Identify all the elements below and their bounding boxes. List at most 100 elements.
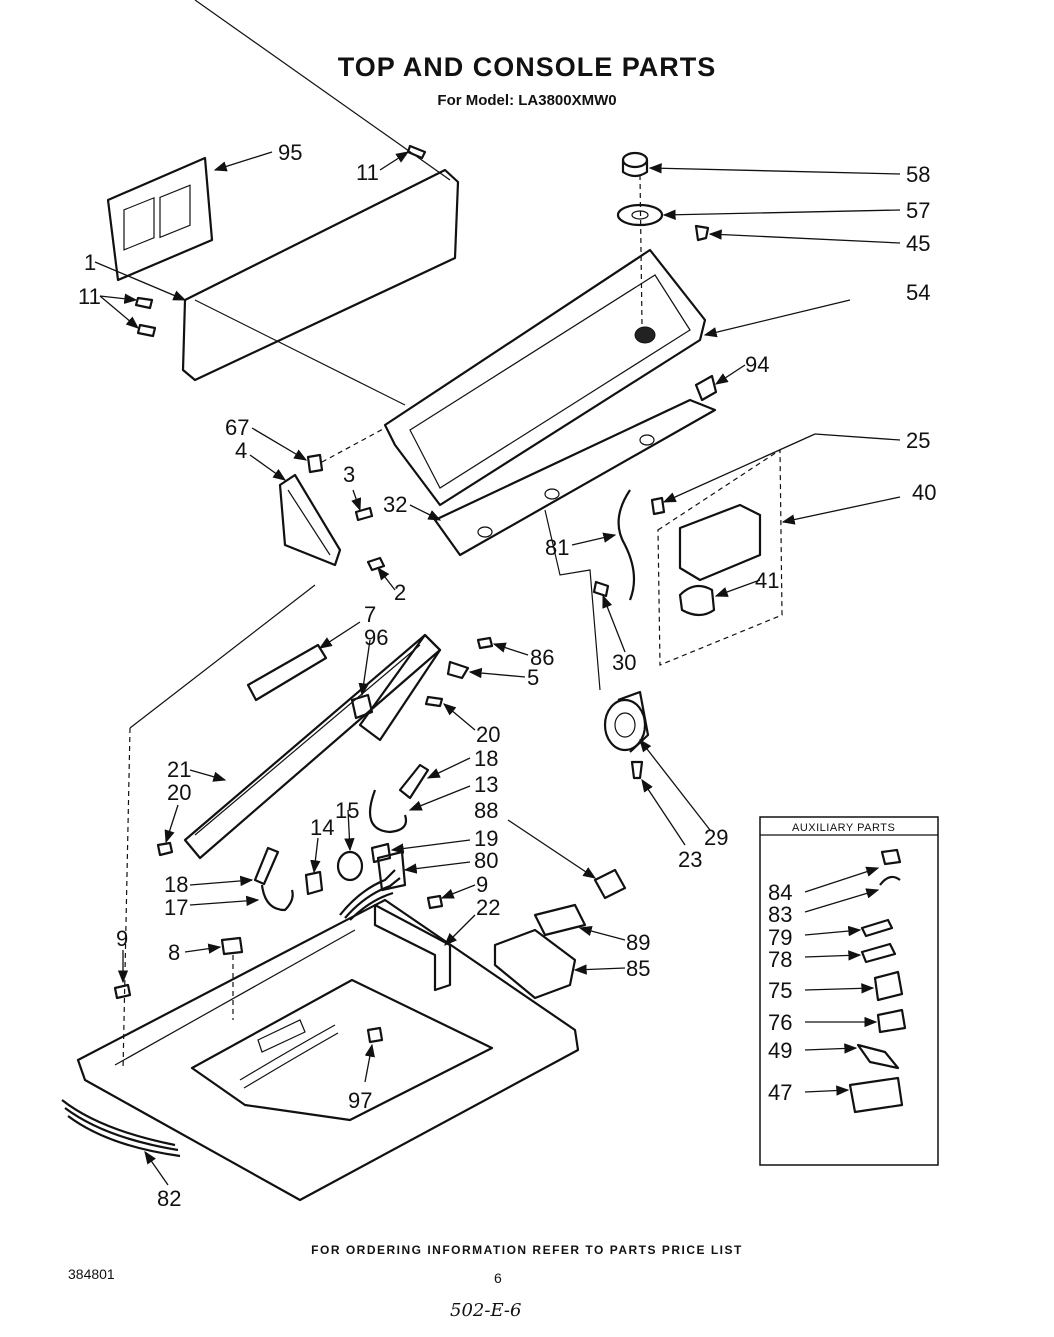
- part-80-harness: [339, 850, 471, 921]
- part-1-console-back: [94, 0, 460, 406]
- label-96: 96: [364, 625, 388, 650]
- part-30-screw: [592, 580, 626, 653]
- label-94: 94: [745, 352, 769, 377]
- label-58: 58: [906, 162, 930, 187]
- label-2: 2: [394, 580, 406, 605]
- label-20-left: 20: [167, 780, 191, 805]
- label-9-right: 9: [476, 872, 488, 897]
- part-82-wiring: [61, 1099, 181, 1186]
- part-5-bumper: [446, 660, 526, 680]
- label-1: 1: [84, 250, 96, 275]
- label-18-right: 18: [474, 746, 498, 771]
- part-67-clip: [251, 427, 386, 474]
- label-95: 95: [278, 140, 302, 165]
- label-80: 80: [474, 848, 498, 873]
- auxiliary-parts-box: [759, 816, 939, 1166]
- label-54: 54: [906, 280, 930, 305]
- label-85: 85: [626, 956, 650, 981]
- part-41-switch: [678, 579, 761, 617]
- washer-top-panel: [76, 898, 580, 1202]
- part-14-grommet: [304, 837, 324, 896]
- part-19-plug: [370, 839, 471, 864]
- aux-label-79: 79: [768, 925, 792, 950]
- part-22-bracket: [373, 903, 476, 992]
- label-5: 5: [527, 665, 539, 690]
- aux-label-84: 84: [768, 880, 792, 905]
- label-23: 23: [678, 847, 702, 872]
- part-81-wire: [544, 489, 636, 691]
- label-67: 67: [225, 415, 249, 440]
- label-9-left: 9: [116, 926, 128, 951]
- label-86: 86: [530, 645, 554, 670]
- label-30: 30: [612, 650, 636, 675]
- part-89-bracket: [533, 903, 626, 941]
- label-14: 14: [310, 815, 334, 840]
- aux-label-76: 76: [768, 1010, 792, 1035]
- part-8-clip: [184, 936, 244, 1020]
- auxiliary-parts-title: AUXILIARY PARTS: [792, 822, 895, 834]
- label-13: 13: [474, 772, 498, 797]
- part-95-panel: [106, 151, 273, 282]
- label-41: 41: [755, 568, 779, 593]
- page-number: 6: [494, 1270, 502, 1286]
- aux-label-78: 78: [768, 947, 792, 972]
- part-9-clip: [113, 884, 476, 1000]
- part-23-screw: [630, 760, 686, 846]
- document-number: 384801: [68, 1266, 115, 1282]
- label-29: 29: [704, 825, 728, 850]
- part-32-console-strip: [409, 398, 717, 557]
- part-7-pad: [246, 621, 361, 702]
- part-3-screw: [351, 489, 374, 522]
- part-40-housing: [657, 448, 901, 666]
- part-20-screw: [156, 695, 476, 857]
- dashline-upper: [129, 584, 316, 729]
- label-20-right: 20: [476, 722, 500, 747]
- label-7: 7: [364, 602, 376, 627]
- label-3: 3: [343, 462, 355, 487]
- label-57: 57: [906, 198, 930, 223]
- part-18-switch-actuator: [189, 757, 471, 887]
- label-18-left: 18: [164, 872, 188, 897]
- aux-label-49: 49: [768, 1038, 792, 1063]
- part-94-clip: [694, 364, 746, 402]
- part-11-screws: [99, 144, 427, 338]
- part-88-valve: [507, 819, 627, 900]
- handwritten-note: 502-E-6: [450, 1300, 522, 1321]
- label-15: 15: [335, 798, 359, 823]
- part-25-screw: [650, 433, 901, 516]
- part-29-motor: [603, 690, 711, 831]
- part-54-console: [383, 248, 851, 507]
- part-45-screw: [639, 174, 901, 326]
- label-22: 22: [476, 895, 500, 920]
- aux-label-47: 47: [768, 1080, 792, 1105]
- label-11-left: 11: [78, 284, 101, 309]
- part-57-skirt: [616, 203, 901, 227]
- label-82: 82: [157, 1186, 181, 1211]
- aux-label-75: 75: [768, 978, 792, 1003]
- part-86-screw: [476, 636, 529, 656]
- label-19: 19: [474, 826, 498, 851]
- part-85-cover: [493, 928, 626, 1000]
- part-21-lid-frame: [183, 633, 442, 860]
- part-4-end-cap: [249, 454, 342, 567]
- part-15-lid-switch: [336, 809, 364, 882]
- label-11-top: 11: [356, 160, 379, 185]
- model-subtitle: For Model: LA3800XMW0: [437, 92, 617, 109]
- aux-label-83: 83: [768, 902, 792, 927]
- part-17-wire: [189, 884, 294, 912]
- label-8: 8: [168, 940, 180, 965]
- ordering-info-footer: FOR ORDERING INFORMATION REFER TO PARTS …: [311, 1243, 743, 1257]
- label-89: 89: [626, 930, 650, 955]
- dashline-left: [122, 727, 131, 1071]
- label-45: 45: [906, 231, 930, 256]
- part-58-knob: [621, 151, 901, 178]
- label-88: 88: [474, 798, 498, 823]
- label-21: 21: [167, 757, 191, 782]
- part-97-screw: [364, 1026, 384, 1083]
- page-title: TOP AND CONSOLE PARTS: [337, 52, 717, 82]
- part-96-strike: [350, 639, 374, 720]
- label-40: 40: [912, 480, 936, 505]
- label-32: 32: [383, 492, 407, 517]
- part-2-pin: [366, 556, 396, 591]
